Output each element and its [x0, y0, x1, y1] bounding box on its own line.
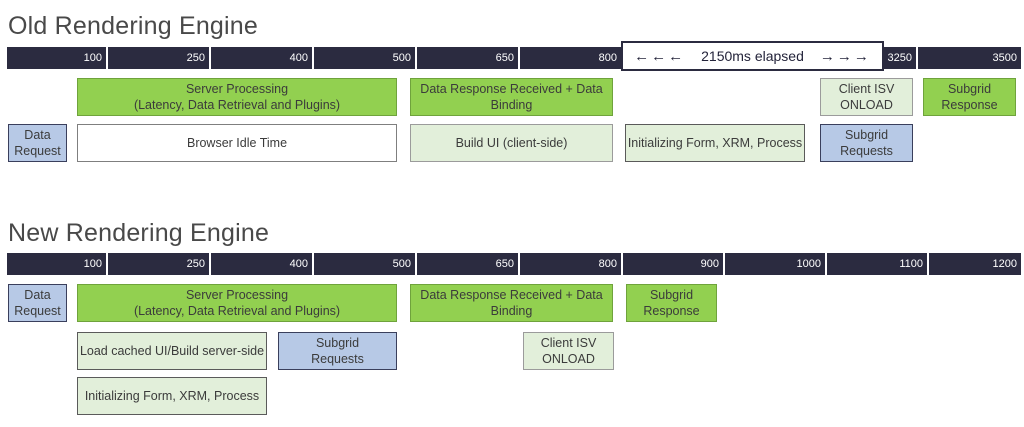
old-tick-3500: 3500: [918, 47, 1021, 69]
box-label: Client ISV ONLOAD: [540, 335, 597, 366]
old-tick-500: 500: [314, 47, 415, 69]
new-tick-800: 800: [520, 253, 621, 275]
new-engine-title: New Rendering Engine: [8, 219, 270, 247]
box-label: Browser Idle Time: [186, 135, 288, 150]
new-box-server-processing: Server Processing (Latency, Data Retriev…: [77, 284, 397, 322]
new-tick-1000: 1000: [725, 253, 825, 275]
new-tick-250: 250: [108, 253, 209, 275]
old-box-data-response: Data Response Received + Data Binding: [410, 78, 613, 116]
old-box-client-isv-onload: Client ISV ONLOAD: [820, 78, 913, 116]
old-timeline: 100 250 400 500 650 800 3250 3500: [7, 47, 1021, 69]
old-tick-250: 250: [108, 47, 209, 69]
left-arrows-icon: ←←←: [634, 47, 686, 65]
old-box-data-request: Data Request: [8, 124, 67, 162]
box-label: Subgrid Response: [941, 81, 998, 112]
new-tick-1100: 1100: [827, 253, 927, 275]
old-box-browser-idle-time: Browser Idle Time: [77, 124, 397, 162]
new-box-load-cached-ui: Load cached UI/Build server-side: [77, 332, 267, 370]
elapsed-label: 2150ms elapsed: [701, 48, 804, 64]
new-box-subgrid-response: Subgrid Response: [626, 284, 717, 322]
old-tick-800: 800: [520, 47, 621, 69]
new-tick-400: 400: [211, 253, 312, 275]
new-tick-100: 100: [7, 253, 106, 275]
box-label: Initializing Form, XRM, Process: [84, 388, 260, 403]
old-tick-650: 650: [417, 47, 518, 69]
old-box-build-ui: Build UI (client-side): [410, 124, 613, 162]
new-box-data-request: Data Request: [8, 284, 67, 322]
new-tick-900: 900: [623, 253, 723, 275]
new-timeline: 100 250 400 500 650 800 900 1000 1100 12…: [7, 253, 1021, 275]
box-label: Initializing Form, XRM, Process: [627, 135, 803, 150]
new-box-data-response: Data Response Received + Data Binding: [410, 284, 613, 322]
old-box-subgrid-response: Subgrid Response: [923, 78, 1016, 116]
box-label: Build UI (client-side): [455, 135, 568, 150]
old-box-server-processing: Server Processing (Latency, Data Retriev…: [77, 78, 397, 116]
old-box-subgrid-requests: Subgrid Requests: [820, 124, 913, 162]
box-label: Data Response Received + Data Binding: [420, 287, 603, 318]
box-label: Data Response Received + Data Binding: [420, 81, 603, 112]
box-label: Server Processing (Latency, Data Retriev…: [133, 81, 341, 112]
new-box-subgrid-requests: Subgrid Requests: [278, 332, 397, 370]
box-label: Load cached UI/Build server-side: [79, 343, 265, 358]
new-tick-500: 500: [314, 253, 415, 275]
right-arrows-icon: →→→: [819, 47, 871, 65]
old-engine-title: Old Rendering Engine: [8, 12, 258, 40]
old-box-initializing-form: Initializing Form, XRM, Process: [625, 124, 805, 162]
box-label: Data Request: [14, 127, 61, 158]
box-label: Server Processing (Latency, Data Retriev…: [133, 287, 341, 318]
old-tick-100: 100: [7, 47, 106, 69]
new-box-initializing-form: Initializing Form, XRM, Process: [77, 377, 267, 415]
box-label: Subgrid Requests: [311, 335, 364, 366]
elapsed-annotation: ←←← 2150ms elapsed →→→: [621, 41, 884, 71]
old-tick-400: 400: [211, 47, 312, 69]
new-tick-1200: 1200: [929, 253, 1021, 275]
box-label: Data Request: [14, 287, 61, 318]
new-box-client-isv-onload: Client ISV ONLOAD: [523, 332, 614, 370]
old-tick-3250: 3250: [882, 47, 916, 69]
new-tick-650: 650: [417, 253, 518, 275]
box-label: Subgrid Response: [643, 287, 700, 318]
box-label: Subgrid Requests: [840, 127, 893, 158]
box-label: Client ISV ONLOAD: [838, 81, 895, 112]
